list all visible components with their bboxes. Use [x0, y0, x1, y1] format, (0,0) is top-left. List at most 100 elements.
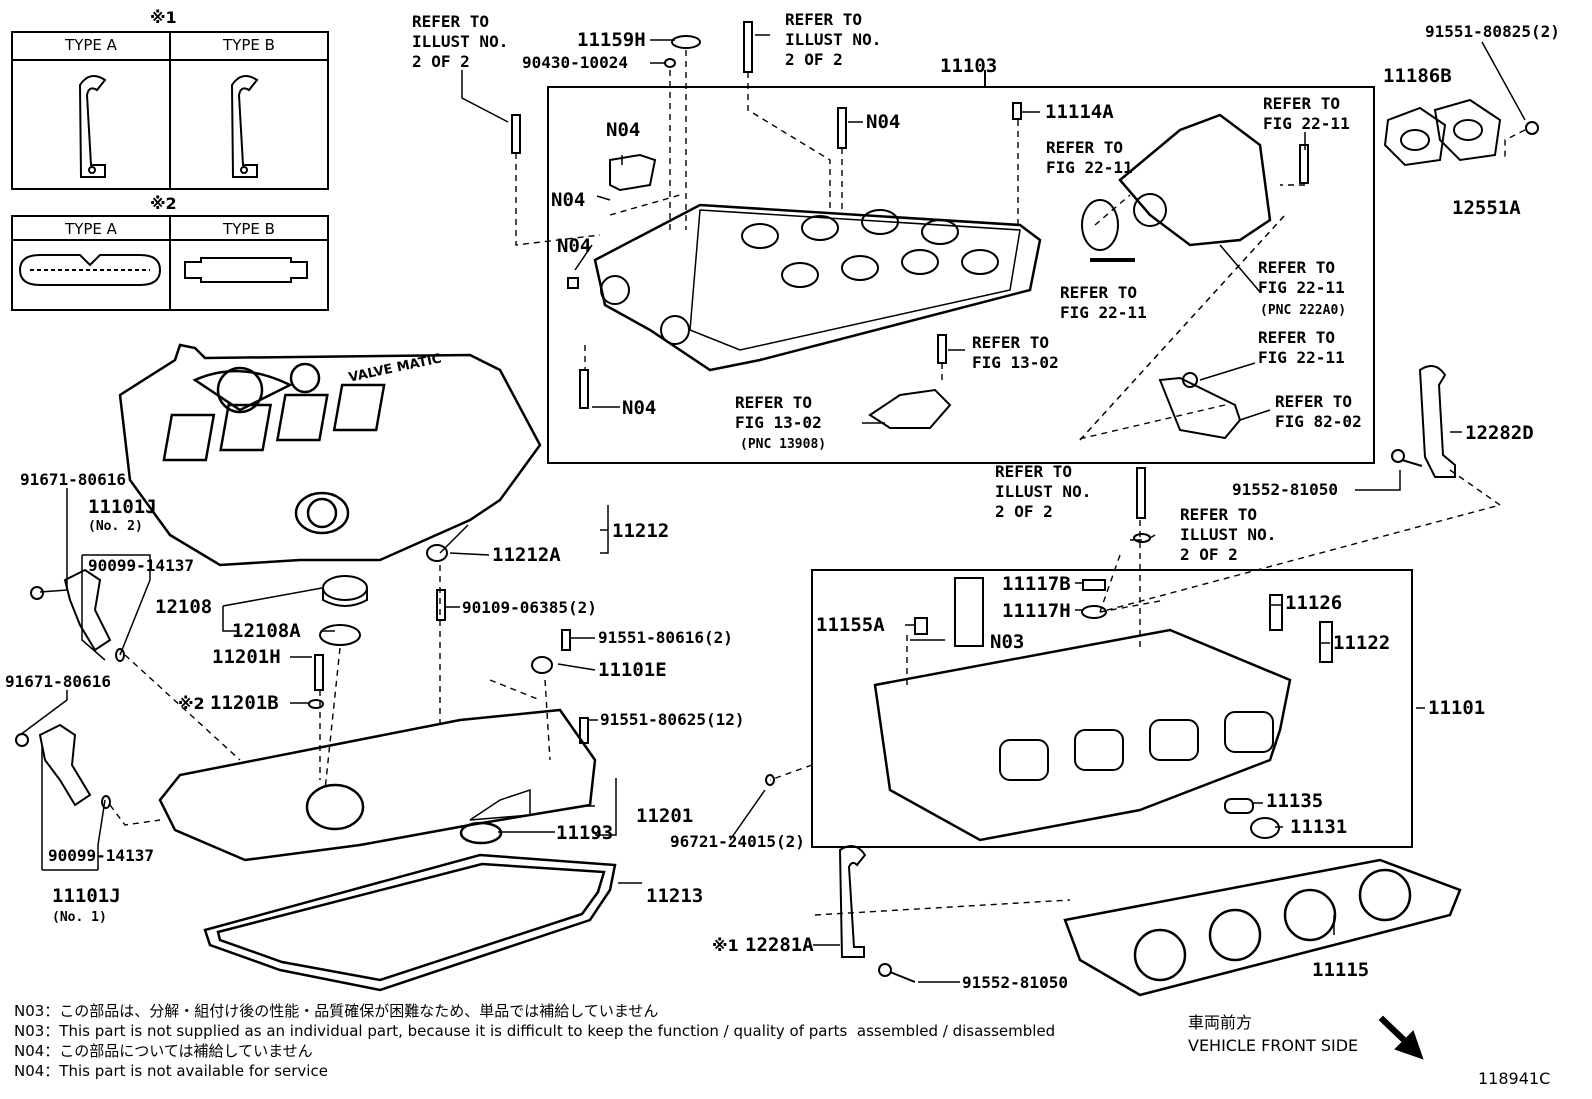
- part-11135: 11135: [1266, 790, 1324, 812]
- part-12282D: 12282D: [1465, 422, 1534, 444]
- part-11101J-no2: 11101J: [88, 496, 157, 518]
- part-91552-81050-b: 91552-81050: [1232, 480, 1338, 499]
- cylinder-head-box: [811, 569, 1413, 848]
- refer-fig-22-11-c: REFER TO FIG 22-11: [1060, 283, 1147, 322]
- part-11101J-no1-sub: (No. 1): [52, 910, 107, 925]
- part-11126: 11126: [1285, 592, 1343, 614]
- part-n04-e: N04: [622, 397, 657, 419]
- part-11115: 11115: [1312, 959, 1370, 981]
- part-11122: 11122: [1333, 632, 1391, 654]
- refer-fig-22-11-e: REFER TO FIG 22-11: [1258, 328, 1345, 367]
- part-n03: N03: [990, 631, 1025, 653]
- part-90109-06385: 90109-06385(2): [462, 598, 597, 617]
- refer-fig-22-11-d: REFER TO FIG 22-11: [1258, 258, 1345, 297]
- part-12108A: 12108A: [232, 620, 301, 642]
- engine-cover: [118, 343, 542, 567]
- note-n03-en: N03：This part is not supplied as an indi…: [14, 1022, 1056, 1040]
- part-12551A: 12551A: [1452, 197, 1521, 219]
- type-table-2-header-b: TYPE B: [223, 220, 275, 238]
- type-table-1: [11, 31, 329, 190]
- note-n04-jp: N04：この部品については補給していません: [14, 1042, 313, 1060]
- part-11201: 11201: [636, 805, 694, 827]
- engine-hanger-12282d-icon: [1418, 365, 1456, 478]
- engine-hanger-12281a-icon: [838, 845, 867, 958]
- part-91551-80616: 91551-80616(2): [598, 628, 733, 647]
- refer-illust-4: REFER TO ILLUST NO. 2 OF 2: [1180, 505, 1277, 564]
- part-n04-b: N04: [551, 189, 586, 211]
- part-11101J-no1: 11101J: [52, 885, 121, 907]
- part-11201B-mark: ※2: [178, 694, 205, 713]
- part-91552-81050-a: 91552-81050: [962, 973, 1068, 992]
- part-11101: 11101: [1428, 697, 1486, 719]
- vehicle-front-en: VEHICLE FRONT SIDE: [1188, 1036, 1359, 1055]
- part-90099-14137-b: 90099-14137: [48, 846, 154, 865]
- illustration-number: 118941C: [1478, 1069, 1551, 1088]
- note-n04-en: N04：This part is not available for servi…: [14, 1062, 328, 1080]
- cylinder-head-cover: [158, 708, 597, 862]
- refer-fig-13-02-b-pnc: (PNC 13908): [740, 437, 827, 452]
- part-90099-14137-a: 90099-14137: [88, 556, 194, 575]
- part-n04-c: N04: [557, 235, 592, 257]
- solid-leaders: [19, 34, 1526, 983]
- part-11201H: 11201H: [212, 646, 281, 668]
- part-n04-d: N04: [866, 111, 901, 133]
- part-11193: 11193: [556, 822, 614, 844]
- part-11159H: 11159H: [577, 29, 646, 51]
- hook-type-b-icon: [230, 75, 259, 178]
- part-11101J-no2-sub: (No. 2): [88, 519, 143, 534]
- part-11212A: 11212A: [492, 544, 561, 566]
- bolts: [308, 21, 1539, 983]
- part-11103: 11103: [940, 55, 998, 77]
- part-11213: 11213: [646, 885, 704, 907]
- part-91671-80616-a: 91671-80616: [20, 470, 126, 489]
- part-12281A-mark: ※1: [712, 936, 739, 955]
- part-11186B: 11186B: [1383, 65, 1452, 87]
- oil-filler-cap: [319, 575, 368, 646]
- part-11201B: 11201B: [210, 692, 279, 714]
- part-91671-80616-b: 91671-80616: [5, 672, 111, 691]
- type-table-1-header-a: TYPE A: [65, 36, 117, 54]
- refer-fig-22-11-b: REFER TO FIG 22-11: [1046, 138, 1133, 177]
- part-91551-80625: 91551-80625(12): [600, 710, 745, 729]
- head-gasket: [1063, 858, 1462, 997]
- part-11117B: 11117B: [1002, 573, 1071, 595]
- type-table-1-mark: ※1: [150, 8, 177, 27]
- part-90430-10024: 90430-10024: [522, 53, 628, 72]
- part-11101E: 11101E: [598, 659, 667, 681]
- part-91551-80825: 91551-80825(2): [1425, 22, 1560, 41]
- refer-illust-1: REFER TO ILLUST NO. 2 OF 2: [412, 12, 509, 71]
- refer-illust-3: REFER TO ILLUST NO. 2 OF 2: [995, 462, 1092, 521]
- refer-fig-82-02: REFER TO FIG 82-02: [1275, 392, 1362, 431]
- type-table-2-header-a: TYPE A: [65, 220, 117, 238]
- part-11212: 11212: [612, 520, 670, 542]
- ocv-no1: [15, 723, 111, 809]
- note-n03-jp: N03：この部品は、分解・組付け後の性能・品質確保が困難なため、単品では補給して…: [14, 1002, 659, 1020]
- part-12108: 12108: [155, 596, 213, 618]
- refer-fig-13-02-b: REFER TO FIG 13-02: [735, 393, 822, 432]
- head-cover-gasket: [203, 853, 617, 992]
- vehicle-front-jp: 車両前方: [1188, 1013, 1253, 1032]
- refer-illust-2: REFER TO ILLUST NO. 2 OF 2: [785, 10, 882, 69]
- type-table-1-header-b: TYPE B: [223, 36, 275, 54]
- seal-type-b-icon: [184, 257, 308, 283]
- hook-type-a-icon: [78, 75, 107, 178]
- refer-fig-13-02-a: REFER TO FIG 13-02: [972, 333, 1059, 372]
- part-11114A: 11114A: [1045, 101, 1114, 123]
- part-11117H: 11117H: [1002, 600, 1071, 622]
- type-table-2: [11, 215, 329, 311]
- refer-fig-22-11-a: REFER TO FIG 22-11: [1263, 94, 1350, 133]
- camshaft-housing-box: [547, 70, 1375, 464]
- ocv-no2: [30, 568, 125, 662]
- part-11155A: 11155A: [816, 614, 885, 636]
- vehicle-front-arrow-icon: [1378, 1015, 1424, 1060]
- part-12281A: 12281A: [745, 934, 814, 956]
- seal-type-a-icon: [18, 254, 162, 286]
- part-96721-24015: 96721-24015(2): [670, 832, 805, 851]
- part-n04-a: N04: [606, 119, 641, 141]
- type-table-2-mark: ※2: [150, 194, 177, 213]
- refer-fig-22-11-d-pnc: (PNC 222A0): [1260, 303, 1347, 318]
- part-11131: 11131: [1290, 816, 1348, 838]
- dashed-leaders: [109, 50, 1526, 916]
